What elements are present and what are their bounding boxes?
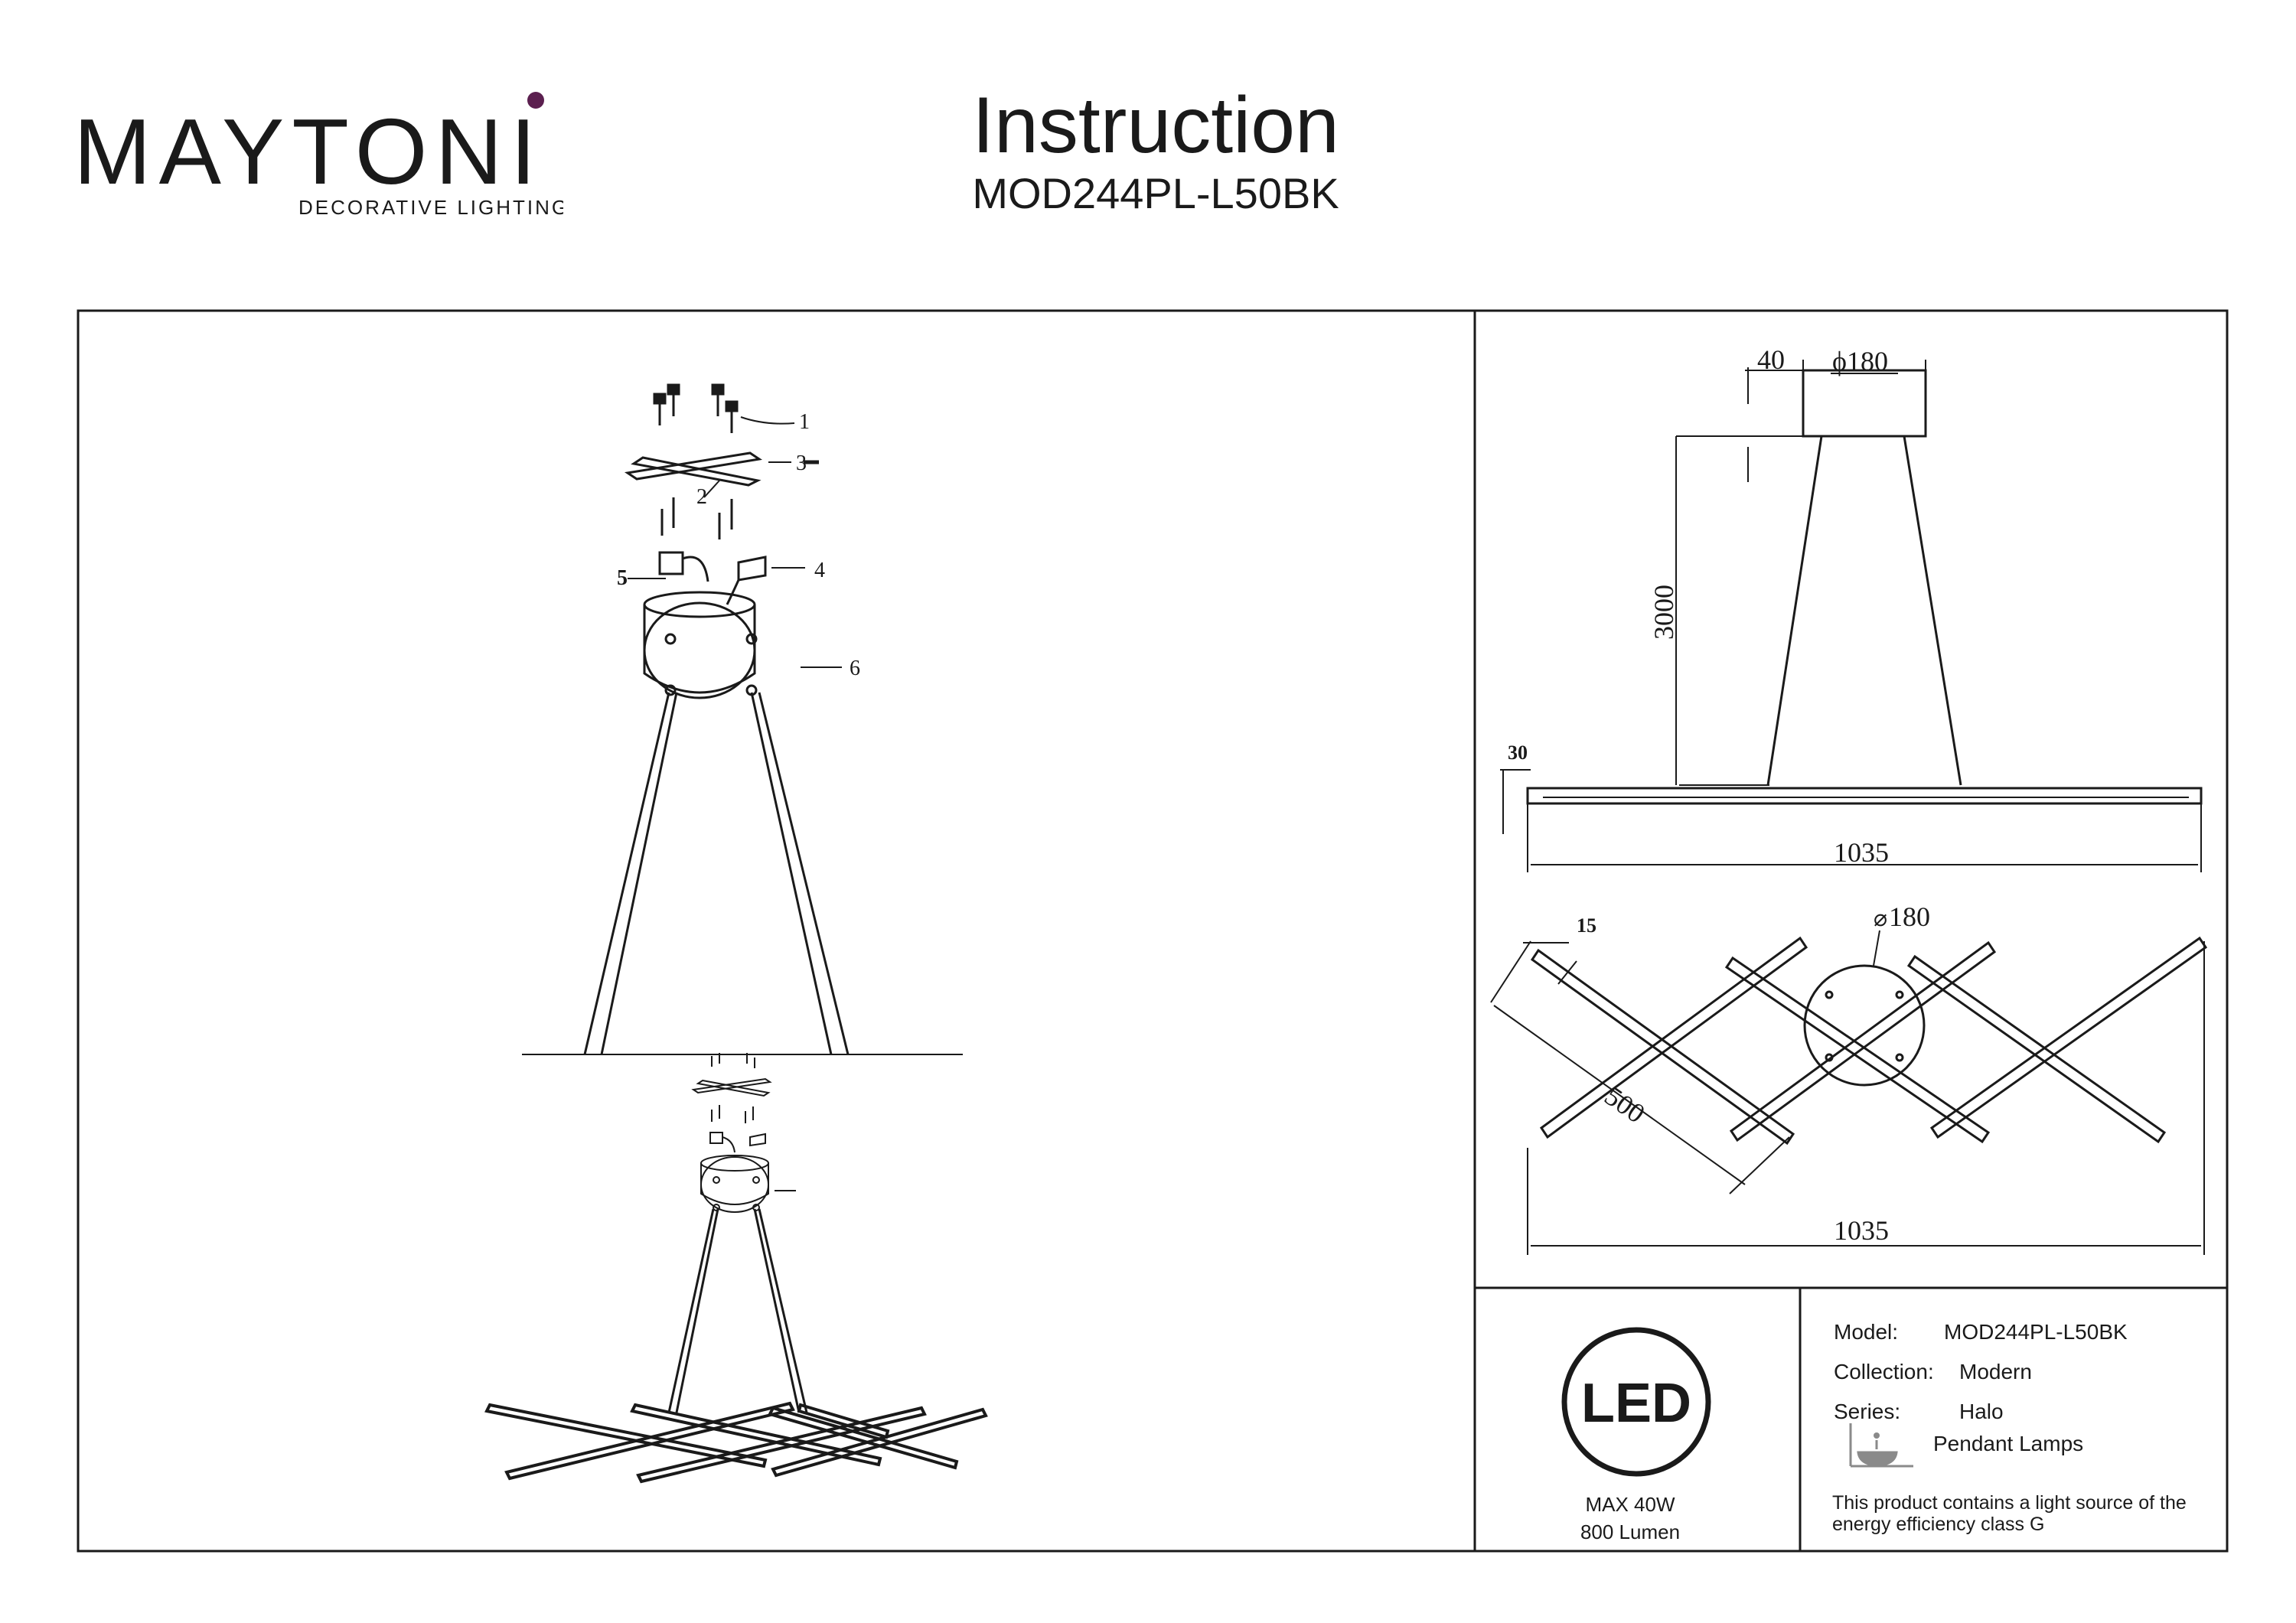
dim-canopy-diameter: ϕ180: [1832, 346, 1888, 376]
dim-bar-length: 500: [1599, 1080, 1650, 1129]
brand-name: MAYTONI: [73, 99, 544, 204]
dim-bar-height: 30: [1508, 741, 1528, 764]
connector-icon: [628, 551, 805, 605]
page-title: Instruction: [972, 81, 1339, 170]
spec-series-value: Halo: [1959, 1400, 2004, 1423]
callout-3: 3: [796, 451, 807, 475]
callout-2: 2: [696, 485, 707, 509]
led-power: MAX 40W: [1585, 1493, 1675, 1516]
canopy: [643, 591, 842, 699]
spec-model-label: Model:: [1834, 1320, 1899, 1344]
diameter-symbol-icon: ⌀: [1874, 906, 1887, 931]
outer-frame: [77, 309, 2229, 1553]
spec-series-label: Series:: [1834, 1400, 1901, 1423]
top-view: [1490, 930, 2208, 1255]
bracket-icon: [624, 451, 819, 487]
pendant-lamp-icon: [1849, 1423, 1913, 1468]
dim-width-side: 1035: [1834, 837, 1889, 868]
energy-note: This product contains a light source of …: [1832, 1492, 2187, 1535]
dim-canopy-height: 40: [1757, 344, 1785, 375]
svg-text:LED: LED: [1581, 1373, 1691, 1434]
dim-width-top: 1035: [1834, 1215, 1889, 1246]
callout-1: 1: [799, 410, 810, 434]
dim-cable-length: 3000: [1649, 585, 1679, 640]
led-lumen: 800 Lumen: [1580, 1520, 1681, 1543]
assembly-small: [484, 1053, 988, 1484]
screw-icon: [653, 383, 739, 433]
spec-collection-label: Collection:: [1834, 1360, 1934, 1383]
brand-dot-icon: [527, 92, 544, 109]
callout-6: 6: [850, 657, 860, 680]
spec-collection-value: Modern: [1959, 1360, 2032, 1383]
spec-type-value: Pendant Lamps: [1933, 1432, 2084, 1455]
dim-canopy-diameter-top: 180: [1889, 901, 1930, 932]
model-code: MOD244PL-L50BK: [972, 169, 1339, 217]
dim-bar-width: 15: [1577, 914, 1596, 937]
side-view: [1500, 360, 2203, 872]
assembly-exploded: 1 2 3 4 5 6: [522, 383, 963, 1055]
spec-model-value: MOD244PL-L50BK: [1944, 1320, 2128, 1344]
screw-icon: [660, 497, 733, 539]
brand-tagline: DECORATIVE LIGHTING: [298, 196, 563, 219]
callout-5: 5: [617, 566, 628, 590]
led-badge-icon: LED: [1561, 1327, 1711, 1477]
brand-logo: MAYTONI DECORATIVE LIGHTING: [73, 92, 563, 219]
callout-4: 4: [814, 559, 825, 582]
